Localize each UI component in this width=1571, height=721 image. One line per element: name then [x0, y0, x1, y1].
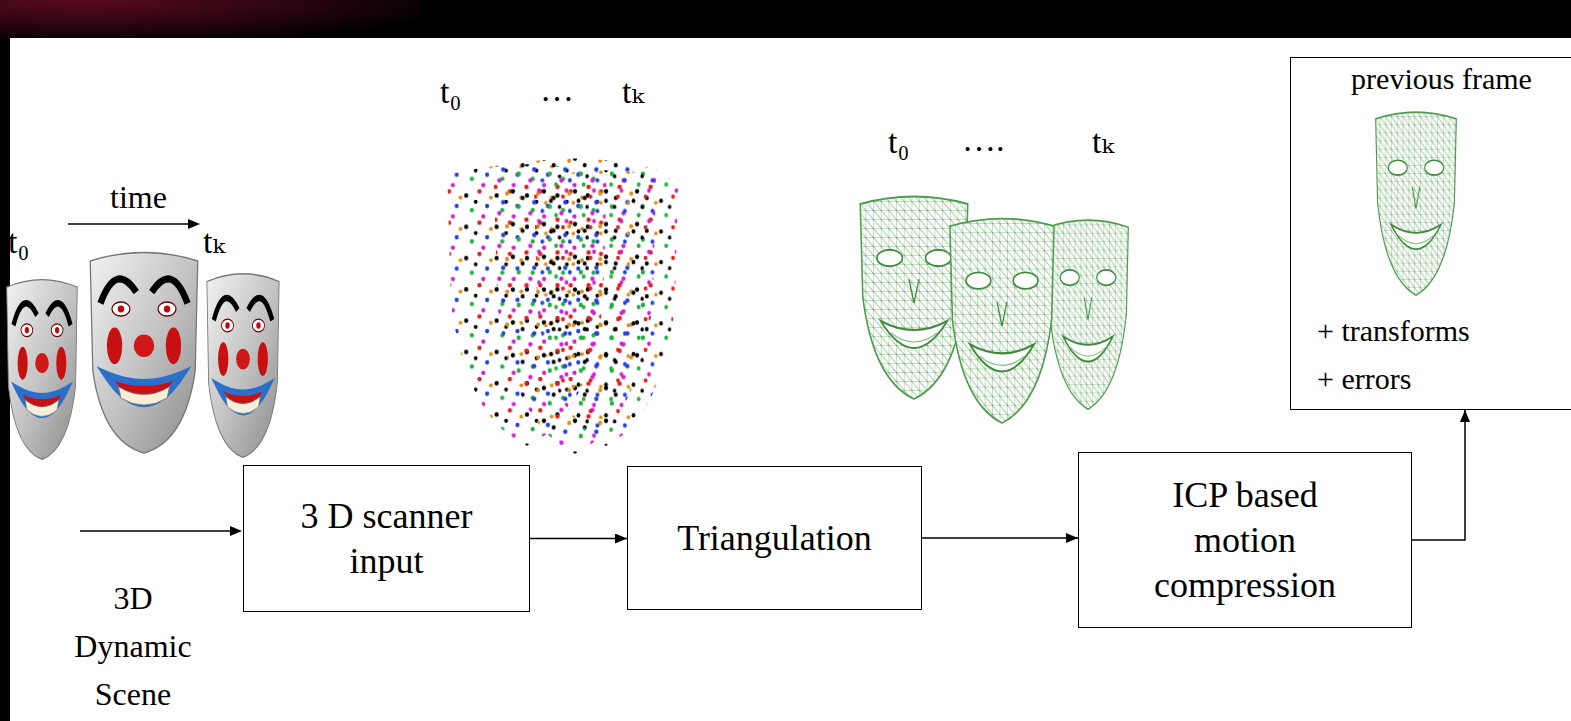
process-box: Triangulation	[627, 466, 922, 610]
time-label: t₀	[440, 72, 461, 113]
slide-corner	[0, 0, 420, 40]
time-label: ….	[962, 120, 1005, 161]
scene-label: 3D Dynamic Scene	[58, 574, 208, 718]
mesh-mask	[950, 219, 1054, 423]
frame-title: previous frame	[1301, 60, 1571, 98]
point-cloud	[534, 170, 678, 446]
frame-note: + transforms	[1317, 307, 1571, 355]
flow-arrow	[922, 537, 1078, 539]
process-box: previous frame + transforms+ errors	[1290, 57, 1571, 410]
time-label: t₀	[888, 122, 909, 163]
box-text: 3 D scanner input	[277, 494, 497, 584]
time-label: t₀	[8, 222, 29, 263]
input-arrowhead	[230, 526, 242, 536]
frame-notes: + transforms+ errors	[1317, 307, 1571, 403]
time-arrowhead	[188, 219, 200, 229]
time-label: …	[540, 70, 574, 111]
mesh-mask	[1376, 112, 1457, 295]
time-label: tₖ	[1092, 122, 1114, 163]
flow-arrow	[530, 538, 627, 540]
box-text: ICP based motion compression	[1138, 473, 1353, 608]
clown-mask	[90, 252, 198, 453]
clown-mask	[7, 280, 78, 460]
time-arrow	[68, 223, 192, 225]
time-label: time	[110, 178, 167, 216]
time-label: tₖ	[203, 222, 225, 263]
clown-mask	[207, 274, 279, 458]
mesh-mask	[1048, 220, 1129, 409]
box-text: Triangulation	[677, 516, 872, 561]
input-arrow	[80, 530, 230, 532]
frame-note: + errors	[1317, 355, 1571, 403]
time-label: tₖ	[622, 72, 644, 113]
process-box: ICP based motion compression	[1078, 452, 1412, 628]
flow-arrow	[1412, 410, 1465, 540]
process-box: 3 D scanner input	[243, 465, 530, 612]
